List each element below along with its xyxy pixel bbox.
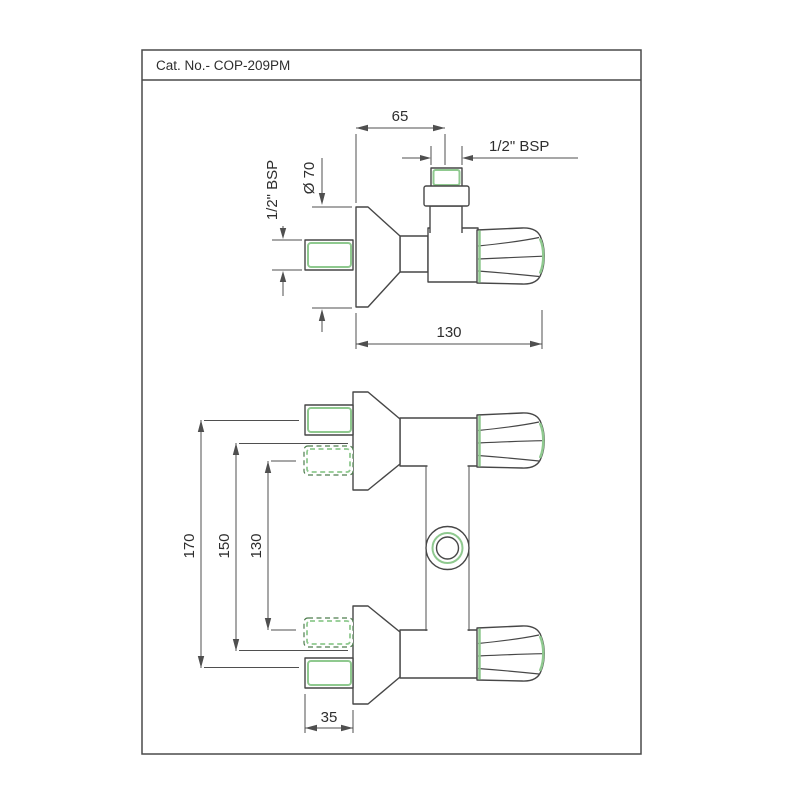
arrowhead	[197, 420, 205, 432]
knob-ridge	[477, 634, 540, 645]
arrowhead	[318, 193, 326, 205]
front-upper-body	[399, 417, 479, 467]
arrowhead	[197, 656, 205, 668]
side-view-drawing: 65 1/2" BSP Ø 70 1/2" BSP	[264, 108, 578, 349]
side-inlet-pipe	[304, 239, 354, 271]
front-upper-hidden-inlet-thread	[306, 448, 351, 473]
dim-overall-width: 130	[355, 310, 543, 349]
dim-outlet-thread: 1/2" BSP	[402, 138, 578, 165]
dim-170-label: 170	[181, 533, 198, 558]
side-outlet-nipple-thread	[432, 169, 461, 186]
arrowhead	[420, 155, 431, 161]
arrowhead	[264, 461, 272, 473]
knob-ridge	[477, 255, 544, 260]
outlet-thread-label: 1/2" BSP	[489, 138, 549, 155]
knob-green-accent	[539, 238, 545, 274]
dim-inlet-projection: 35	[304, 694, 354, 733]
side-outlet-column	[429, 205, 463, 233]
arrowhead	[279, 271, 287, 282]
front-upper-handle-knob	[476, 412, 545, 469]
arrowhead	[341, 724, 353, 732]
knob-ridge	[477, 236, 540, 247]
knob-ridge	[477, 270, 540, 278]
flange-diameter-label: Ø 70	[301, 162, 318, 195]
front-lower-handle-knob	[476, 625, 545, 682]
front-centre-bore	[435, 536, 460, 560]
front-upper-inlet-pipe	[304, 404, 354, 436]
front-lower-inlet-pipe	[304, 657, 354, 689]
side-outlet-collar	[423, 185, 470, 207]
knob-green-accent	[539, 635, 545, 672]
dim-inlet-thread: 1/2" BSP	[264, 160, 302, 296]
front-upper-inlet-thread	[307, 407, 352, 433]
arrowhead	[356, 124, 368, 132]
dim-130-centres-label: 130	[248, 533, 265, 558]
dim-150-label: 150	[216, 533, 233, 558]
front-view-drawing: 170 150 130 35	[181, 391, 545, 733]
arrowhead	[462, 155, 473, 161]
front-lower-hidden-inlet	[303, 617, 354, 648]
side-handle-knob	[476, 227, 545, 285]
inlet-thread-label: 1/2" BSP	[264, 160, 281, 220]
dim-65-label: 65	[392, 108, 409, 125]
arrowhead	[356, 340, 368, 348]
dim-mid-centres: 150	[216, 443, 348, 651]
arrowhead	[318, 309, 326, 321]
front-upper-hidden-inlet	[303, 445, 354, 476]
front-lower-flange	[352, 605, 401, 705]
drawing-border	[141, 49, 642, 755]
dim-flange-diameter: Ø 70	[301, 158, 352, 332]
side-inlet-pipe-thread	[307, 242, 352, 268]
arrowhead	[305, 724, 317, 732]
side-wall-flange	[355, 206, 401, 308]
title-block: Cat. No.- COP-209PM	[141, 49, 642, 755]
front-centre-boss-thread	[431, 532, 464, 564]
side-valve-body	[427, 227, 479, 283]
front-lower-hidden-inlet-thread	[306, 620, 351, 645]
dim-35-label: 35	[321, 709, 338, 726]
arrowhead	[279, 228, 287, 239]
knob-ridge	[477, 454, 540, 462]
knob-green-accent	[539, 422, 545, 459]
arrowhead	[232, 639, 240, 651]
knob-ridge	[477, 653, 544, 657]
dim-130-label: 130	[436, 324, 461, 341]
dim-inner-centres: 130	[248, 460, 296, 631]
knob-ridge	[477, 667, 540, 675]
front-upper-flange	[352, 391, 401, 491]
front-lower-inlet-thread	[307, 660, 352, 686]
arrowhead	[530, 340, 542, 348]
knob-ridge	[477, 421, 540, 432]
front-lower-body	[399, 629, 479, 679]
arrowhead	[232, 443, 240, 455]
catalog-number-label: Cat. No.- COP-209PM	[156, 58, 290, 73]
knob-ridge	[477, 440, 544, 444]
dim-outer-centres: 170	[181, 420, 299, 668]
arrowhead	[264, 618, 272, 630]
side-valve-neck	[399, 235, 429, 273]
dim-outlet-offset: 65	[355, 108, 446, 203]
arrowhead	[433, 124, 445, 132]
